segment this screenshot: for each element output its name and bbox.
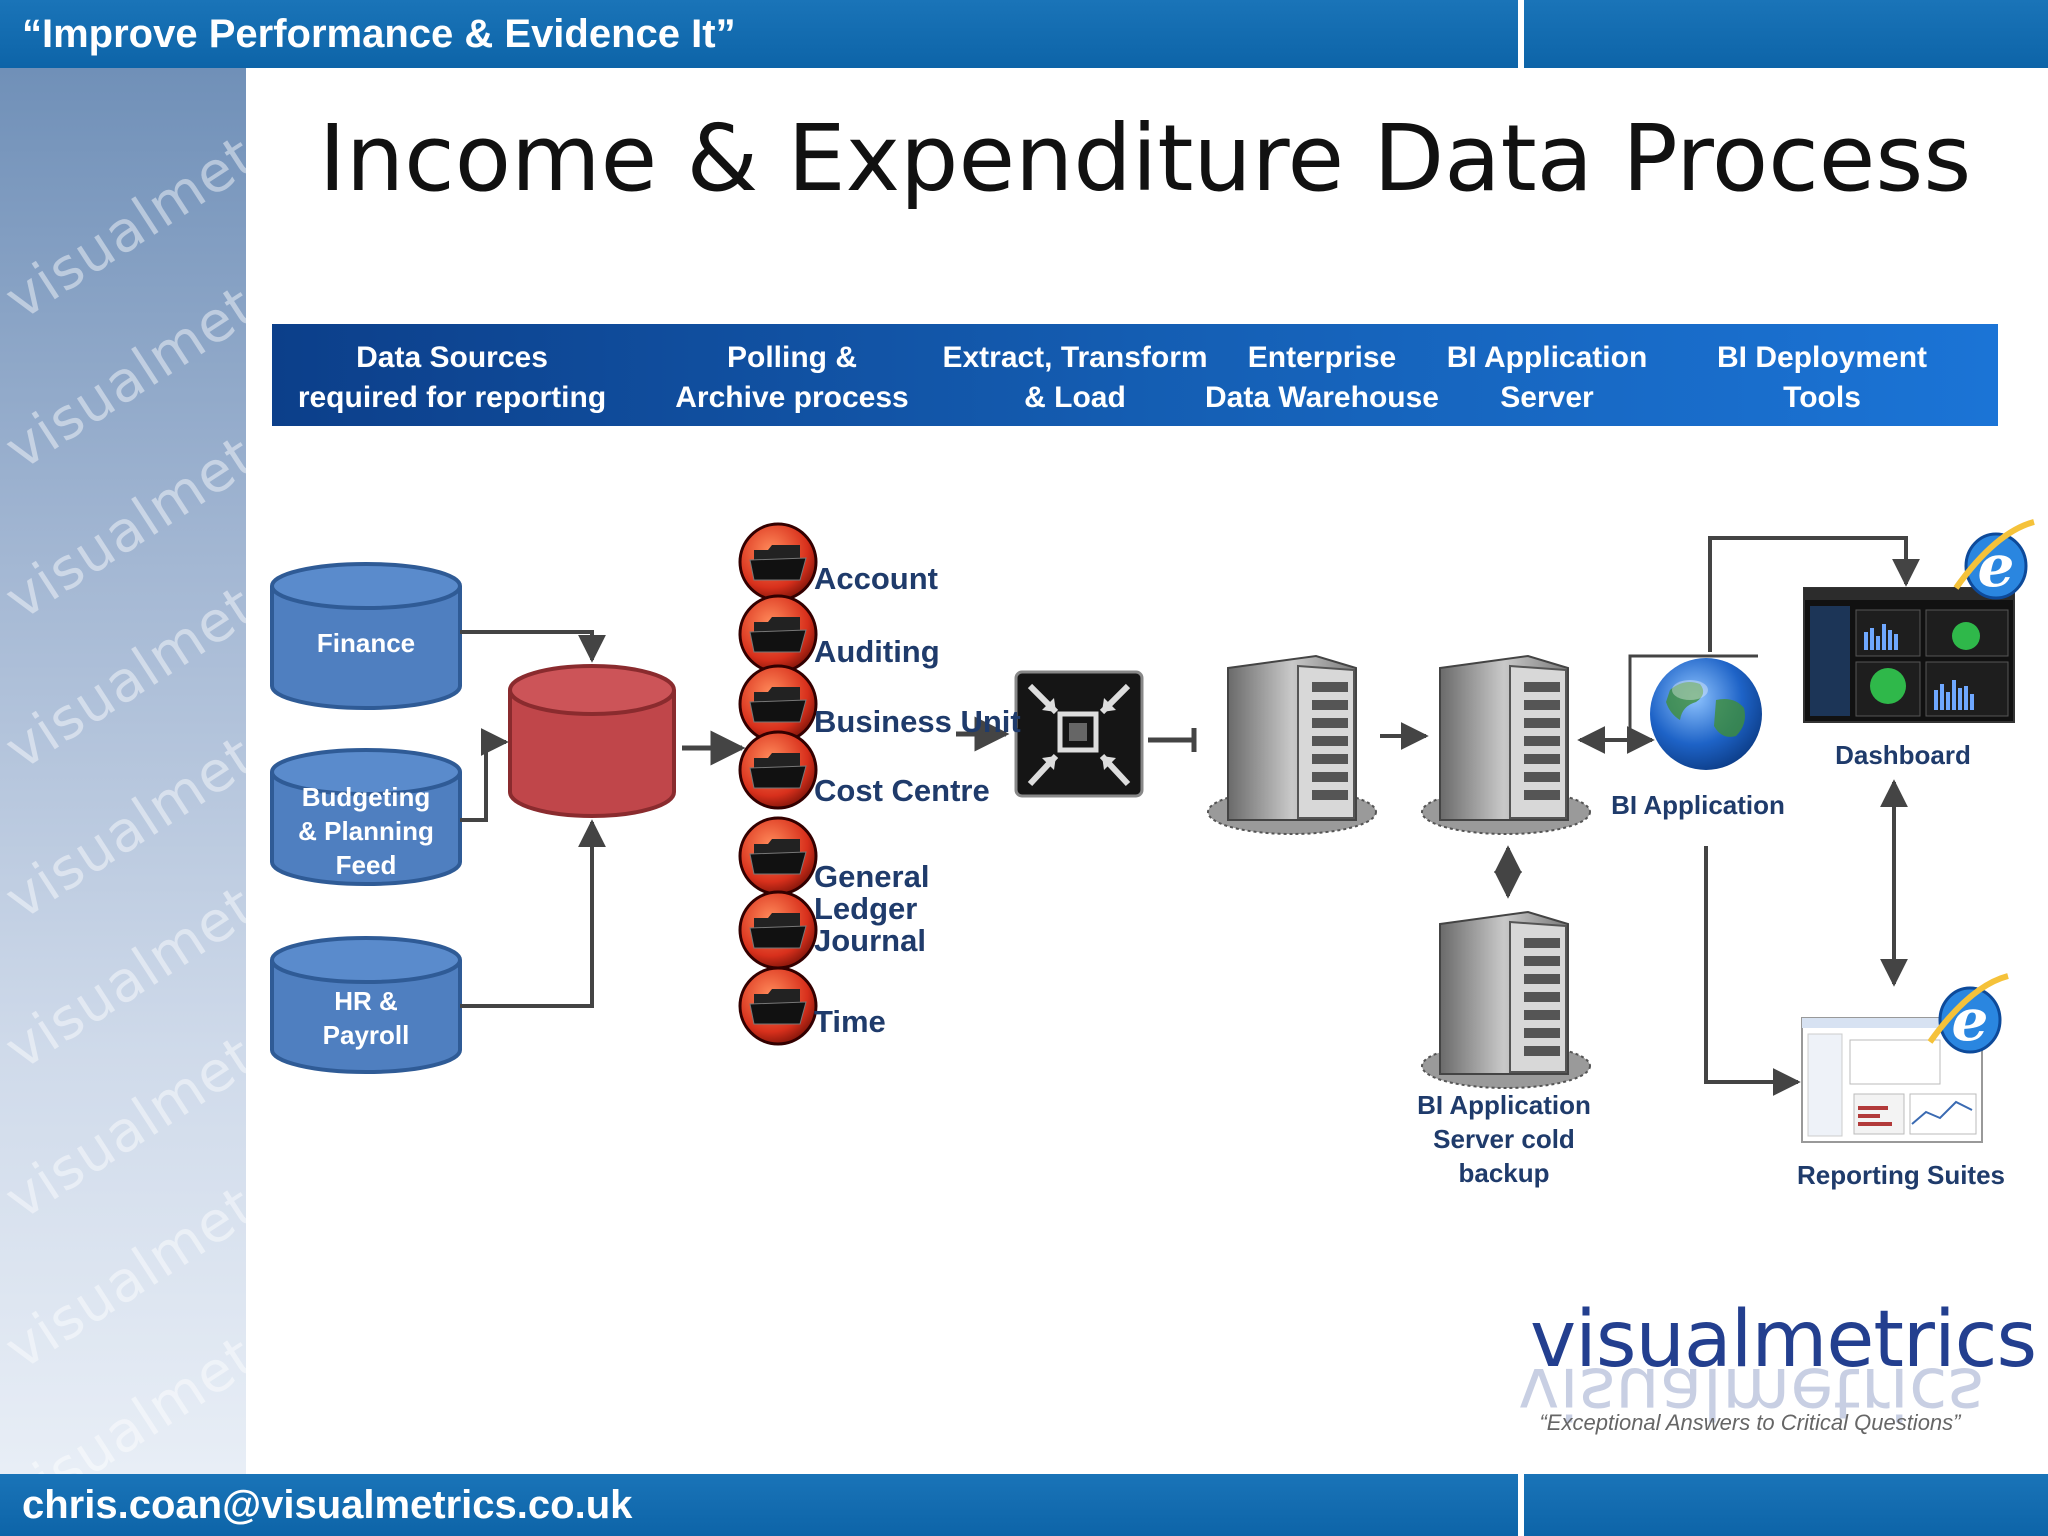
folder-label-business-unit: Business Unit	[814, 704, 1021, 739]
top-banner: “Improve Performance & Evidence It”	[0, 0, 1518, 68]
folder-label-auditing: Auditing	[814, 634, 940, 669]
folder-icon	[738, 522, 818, 602]
logo-tagline: “Exceptional Answers to Critical Questio…	[1539, 1410, 1961, 1435]
bottom-banner-right	[1524, 1474, 2048, 1536]
top-banner-text: “Improve Performance & Evidence It”	[22, 12, 736, 56]
visualmetrics-logo: visualmetrics	[1530, 1295, 2037, 1385]
stage-bi-tools: BI Deployment Tools	[1716, 341, 1928, 414]
globe-icon	[1650, 658, 1762, 770]
stage-data-sources: Data Sources required for reporting	[297, 341, 607, 414]
folder-icon	[738, 594, 818, 674]
folder-label-time: Time	[814, 1004, 886, 1039]
connector-bi-side	[1628, 654, 1758, 740]
stage-bi-server: BI Application Server	[1446, 341, 1648, 414]
staging-database-cylinder	[508, 664, 676, 818]
dashboard-label: Dashboard	[1835, 740, 1971, 770]
top-banner-right	[1524, 0, 2048, 68]
budgeting-cylinder	[270, 748, 462, 886]
stage-etl: Extract, Transform & Load	[942, 341, 1208, 414]
connector-etl-to-warehouse	[1148, 728, 1197, 752]
connector-bi-to-dashboard	[1708, 536, 1920, 652]
internet-explorer-icon: e	[1953, 519, 2035, 600]
cold-backup-label: BI Application Server cold backup	[1417, 1090, 1591, 1188]
folder-label-cost-centre: Cost Centre	[814, 773, 990, 808]
bi-application-label: BI Application	[1611, 790, 1785, 820]
reporting-suite-thumbnail	[1801, 1017, 1983, 1143]
bottom-banner: chris.coan@visualmetrics.co.uk	[0, 1474, 1518, 1536]
connector-budgeting	[460, 728, 509, 822]
contact-email: chris.coan@visualmetrics.co.uk	[22, 1483, 633, 1527]
budgeting-label: Budgeting & Planning Feed	[298, 782, 434, 880]
internet-explorer-icon: e	[1927, 973, 2009, 1054]
page-title: Income & Expenditure Data Process	[318, 105, 1972, 212]
bi-application-server-icon	[1421, 654, 1591, 835]
folder-label-general-ledger: General Ledger Journal	[814, 859, 930, 958]
folder-icon	[738, 730, 818, 810]
connector-hr	[460, 819, 606, 1008]
process-stage-header: Data Sources required for reporting Poll…	[272, 324, 1998, 426]
folder-icon	[738, 816, 818, 896]
folder-icon	[738, 966, 818, 1046]
etl-icon	[1014, 670, 1144, 798]
finance-cylinder	[270, 562, 462, 710]
hr-payroll-label: HR & Payroll	[322, 986, 410, 1050]
folder-icon	[738, 890, 818, 970]
sidebar-watermark-panel: visualmetrics visualmetrics visualmetric…	[0, 68, 246, 1474]
connector-finance	[460, 630, 606, 663]
reporting-suites-label: Reporting Suites	[1796, 1160, 2005, 1190]
stage-data-warehouse: Enterprise Data Warehouse	[1205, 341, 1439, 414]
folder-icon	[738, 664, 818, 744]
hr-payroll-cylinder	[270, 936, 462, 1074]
stage-polling-archive: Polling & Archive process	[675, 341, 909, 414]
connector-bi-to-reporting	[1704, 846, 1801, 1096]
dashboard-thumbnail	[1803, 587, 2015, 723]
data-warehouse-server-icon	[1207, 654, 1377, 835]
folder-label-account: Account	[814, 561, 938, 596]
finance-label: Finance	[316, 628, 416, 658]
cold-backup-server-icon	[1421, 910, 1591, 1089]
